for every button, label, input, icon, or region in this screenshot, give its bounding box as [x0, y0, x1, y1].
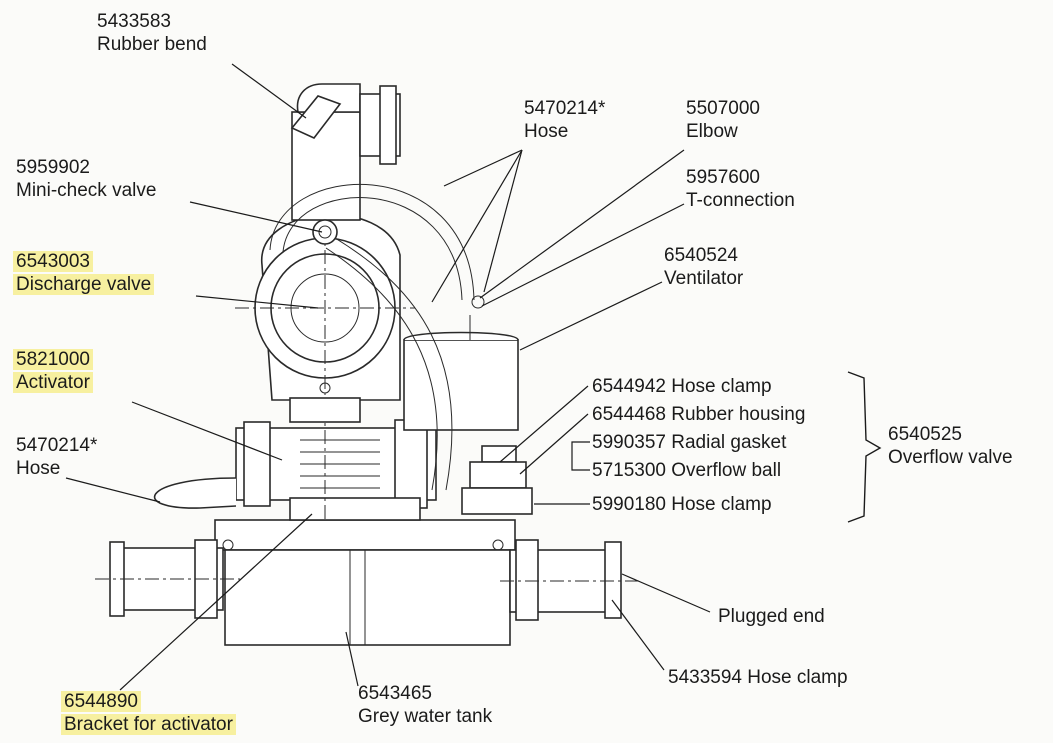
overflow-item-3-name: Radial gasket [671, 432, 787, 453]
callout-elbow: 5507000 Elbow [686, 97, 760, 143]
overflow-group-brace [847, 371, 882, 523]
overflow-item-5: 5990180 Hose clamp [592, 493, 772, 516]
overflow-item-4-number: 5715300 [592, 460, 666, 481]
activator-shape [235, 405, 437, 521]
callout-overflow-valve: 6540525 Overflow valve [888, 423, 1013, 469]
overflow-item-3-number: 5990357 [592, 432, 666, 453]
overflow-item-4-name: Overflow ball [671, 460, 782, 481]
ventilator-shape [403, 295, 519, 431]
callout-discharge-valve-name: Discharge valve [13, 274, 155, 295]
callout-elbow-number: 5507000 [686, 98, 760, 119]
callout-hose-left: 5470214* Hose [16, 434, 97, 480]
callout-activator-number: 5821000 [13, 349, 93, 370]
callout-grey-water-tank: 6543465 Grey water tank [358, 682, 492, 728]
overflow-item-2: 6544468 Rubber housing [592, 403, 805, 426]
callout-rubber-bend-number: 5433583 [97, 11, 171, 32]
overflow-valve-shape [461, 445, 533, 515]
overflow-item-1-name: Hose clamp [671, 376, 772, 397]
callout-t-connection-number: 5957600 [686, 167, 760, 188]
callout-ventilator: 6540524 Ventilator [664, 244, 743, 290]
callout-mini-check-valve-name: Mini-check valve [16, 180, 157, 201]
leader-lines [65, 63, 711, 691]
callout-mini-check-valve: 5959902 Mini-check valve [16, 156, 156, 202]
callout-grey-water-tank-name: Grey water tank [358, 706, 493, 727]
callout-overflow-valve-number: 6540525 [888, 424, 962, 445]
callout-activator: 5821000 Activator [13, 348, 93, 394]
left-pipe-stub-shape [95, 539, 240, 619]
callout-ventilator-number: 6540524 [664, 245, 738, 266]
callout-activator-name: Activator [13, 372, 93, 393]
overflow-item-1-number: 6544942 [592, 376, 666, 397]
callout-hose-top-number: 5470214* [524, 98, 606, 119]
right-pipe-stub-shape [500, 539, 640, 621]
callout-hose-clamp-right: 5433594 Hose clamp [668, 666, 848, 689]
callout-bracket-for-activator-name: Bracket for activator [61, 714, 236, 735]
callout-discharge-valve: 6543003 Discharge valve [13, 250, 155, 296]
callout-hose-top: 5470214* Hose [524, 97, 605, 143]
callout-hose-clamp-right-name: Hose clamp [747, 667, 848, 688]
callout-bracket-for-activator-number: 6544890 [61, 691, 141, 712]
callout-bracket-for-activator: 6544890 Bracket for activator [61, 690, 236, 736]
callout-ventilator-name: Ventilator [664, 268, 744, 289]
overflow-item-3: 5990357 Radial gasket [592, 431, 786, 454]
callout-grey-water-tank-number: 6543465 [358, 683, 432, 704]
overflow-item-5-name: Hose clamp [671, 494, 772, 515]
callout-hose-top-name: Hose [524, 121, 569, 142]
callout-discharge-valve-number: 6543003 [13, 251, 93, 272]
callout-overflow-valve-name: Overflow valve [888, 447, 1013, 468]
overflow-item-2-number: 6544468 [592, 404, 666, 425]
callout-hose-left-number: 5470214* [16, 435, 98, 456]
overflow-item-5-number: 5990180 [592, 494, 666, 515]
callout-rubber-bend: 5433583 Rubber bend [97, 10, 207, 56]
callout-rubber-bend-name: Rubber bend [97, 34, 207, 55]
callout-mini-check-valve-number: 5959902 [16, 157, 90, 178]
callout-plugged-end-name: Plugged end [718, 606, 825, 627]
overflow-item-4: 5715300 Overflow ball [592, 459, 781, 482]
callout-hose-left-name: Hose [16, 458, 61, 479]
overflow-item-1: 6544942 Hose clamp [592, 375, 772, 398]
callout-t-connection-name: T-connection [686, 190, 795, 211]
callout-hose-clamp-right-number: 5433594 [668, 667, 742, 688]
overflow-item-2-name: Rubber housing [671, 404, 806, 425]
callout-t-connection: 5957600 T-connection [686, 166, 795, 212]
discharge-valve-shape [235, 213, 415, 423]
rubber-bend-shape [290, 83, 401, 245]
grey-water-tank-shape [214, 519, 516, 646]
callout-elbow-name: Elbow [686, 121, 738, 142]
callout-plugged-end: Plugged end [718, 605, 825, 628]
